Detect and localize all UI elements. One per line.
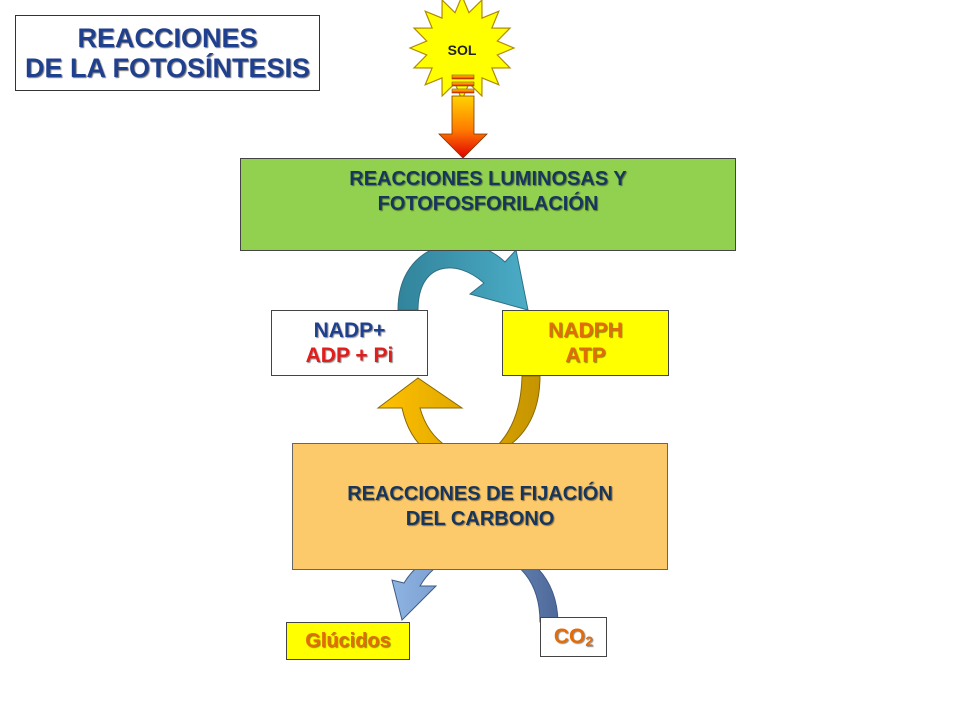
nadph-label: NADPH bbox=[548, 319, 623, 342]
title-line-1: REACCIONES bbox=[77, 23, 258, 53]
atp-label: ATP bbox=[565, 344, 606, 367]
co2-subscript: 2 bbox=[585, 633, 594, 649]
adp-pi-label: ADP + Pi bbox=[305, 344, 394, 367]
page-title: REACCIONES DE LA FOTOSÍNTESIS bbox=[15, 15, 320, 91]
carbon-fixation-box: REACCIONES DE FIJACIÓN DEL CARBONO bbox=[292, 443, 668, 570]
sun-arrow bbox=[438, 74, 488, 159]
glucidos-box: Glúcidos bbox=[286, 622, 410, 660]
light-reactions-line-1: REACCIONES LUMINOSAS Y bbox=[349, 168, 627, 190]
light-reactions-box: REACCIONES LUMINOSAS Y FOTOFOSFORILACIÓN bbox=[240, 158, 736, 251]
carbon-fixation-line-2: DEL CARBONO bbox=[405, 507, 555, 530]
co2-label: CO2 bbox=[554, 625, 593, 649]
cycle-arrow-up bbox=[397, 243, 529, 311]
carbon-fixation-line-1: REACCIONES DE FIJACIÓN bbox=[347, 482, 613, 505]
reduced-cofactors-box: NADPH ATP bbox=[502, 310, 669, 376]
co2-main: CO bbox=[553, 625, 586, 648]
title-line-2: DE LA FOTOSÍNTESIS bbox=[24, 53, 311, 83]
glucidos-label: Glúcidos bbox=[305, 629, 391, 652]
light-reactions-line-2: FOTOFOSFORILACIÓN bbox=[377, 193, 599, 215]
sun-label: SOL bbox=[447, 42, 477, 58]
co2-box: CO2 bbox=[540, 617, 607, 657]
nadp-label: NADP+ bbox=[313, 319, 386, 342]
oxidized-cofactors-box: NADP+ ADP + Pi bbox=[271, 310, 428, 376]
